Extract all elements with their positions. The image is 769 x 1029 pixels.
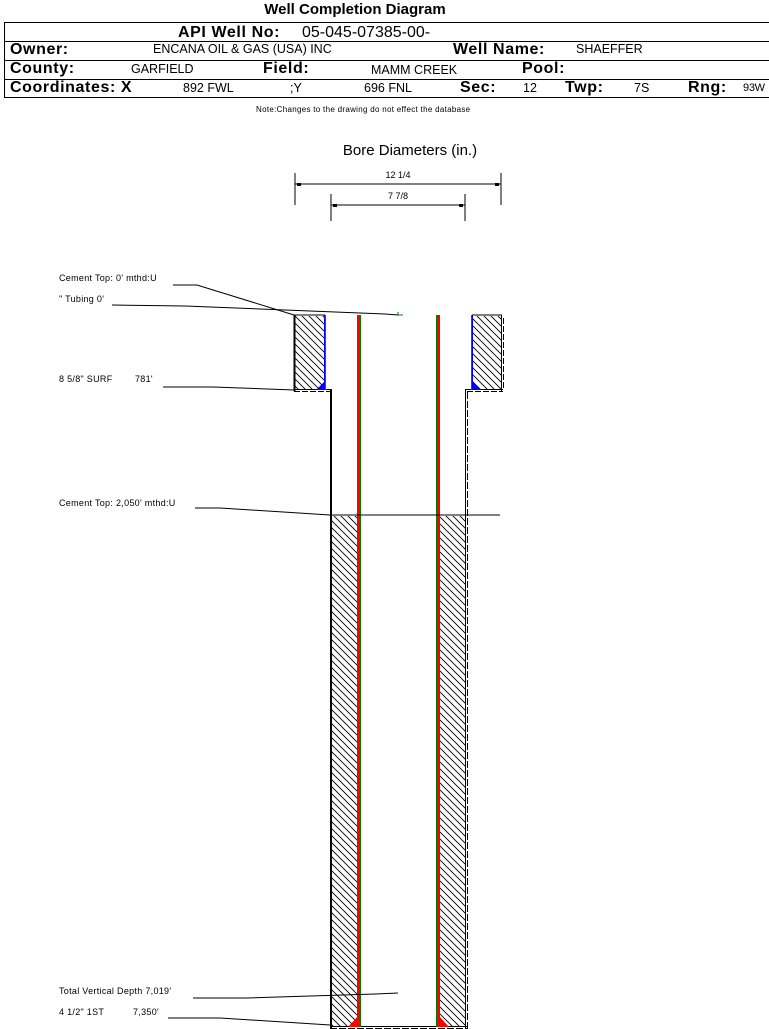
annotation-label: 8 5/8" SURF <box>59 374 113 384</box>
rng-value: 93W <box>743 82 765 94</box>
pool-label: Pool: <box>522 60 565 77</box>
surface-casing-shoe-right-icon <box>472 381 481 390</box>
well-name-label: Well Name: <box>453 41 545 58</box>
leader-line <box>195 507 331 516</box>
annotation-label: " Tubing 0' <box>59 294 104 304</box>
dimension-arrow-left-icon <box>297 183 301 186</box>
bore-diameter-label-surface: 12 1/4 <box>385 170 410 180</box>
production-casing-right <box>437 315 439 1027</box>
header-divider <box>4 41 769 42</box>
dimension-arrow-right-icon <box>495 183 499 186</box>
owner-value: ENCANA OIL & GAS (USA) INC <box>153 42 332 56</box>
owner-label: Owner: <box>10 41 69 58</box>
field-value: MAMM CREEK <box>371 63 458 77</box>
sec-value: 12 <box>523 81 537 95</box>
dimension-arrow-left-icon <box>333 204 337 207</box>
production-casing-left <box>358 315 360 1027</box>
well-name-value: SHAEFFER <box>576 42 643 56</box>
leader-line <box>173 284 295 316</box>
dimension-production-bore: 7 7/8 <box>330 191 466 221</box>
header-border-top <box>4 22 769 23</box>
annotation-label: Cement Top: 2,050' mthd:U <box>59 498 176 508</box>
field-label: Field: <box>263 60 310 77</box>
surface-casing <box>316 315 481 390</box>
surface-casing-shoe-left-icon <box>316 381 325 390</box>
annotation-cement-top-production: Cement Top: 2,050' mthd:U <box>59 498 331 516</box>
leader-line <box>163 386 295 391</box>
production-casing-shoe-right-icon <box>439 1016 449 1027</box>
twp-value: 7S <box>634 81 650 95</box>
api-well-no-value: 05-045-07385-00- <box>302 24 431 41</box>
header-border-left <box>4 22 5 98</box>
api-well-no-label: API Well No: <box>178 24 281 41</box>
production-cement-right <box>440 516 465 1026</box>
production-casing-shoe-left-icon <box>348 1016 358 1027</box>
annotation-label: Cement Top: 0' mthd:U <box>59 273 157 283</box>
leader-line <box>193 992 399 999</box>
annotation-tubing: " Tubing 0' <box>59 294 399 316</box>
annotation-total-vertical-depth: Total Vertical Depth 7,019' <box>59 986 399 999</box>
database-note: Note:Changes to the drawing do not effec… <box>256 105 471 114</box>
header-divider <box>4 60 769 61</box>
bore-diameters-title: Bore Diameters (in.) <box>343 142 477 159</box>
twp-label: Twp: <box>565 79 604 96</box>
annotation-label: Total Vertical Depth 7,019' <box>59 986 171 996</box>
annotation-depth: 781' <box>135 374 153 384</box>
county-value: GARFIELD <box>131 62 194 76</box>
header-divider <box>4 79 769 80</box>
dimension-arrow-right-icon <box>459 204 463 207</box>
annotation-depth: 7,350' <box>133 1007 159 1017</box>
coordinates-y-label: ;Y <box>290 81 302 95</box>
production-cement-left <box>332 516 357 1026</box>
surface-cement-right <box>473 316 501 389</box>
annotation-label: 4 1/2" 1ST <box>59 1007 104 1017</box>
sec-label: Sec: <box>460 79 497 96</box>
leader-line <box>111 304 399 316</box>
header-border-bottom <box>4 97 769 98</box>
annotation-cement-top-surface: Cement Top: 0' mthd:U <box>59 273 295 316</box>
coordinates-x-value: 892 FWL <box>183 81 234 95</box>
page-title: Well Completion Diagram <box>264 1 446 18</box>
production-casing <box>348 315 449 1027</box>
surface-cement-left <box>295 316 324 389</box>
annotation-surface-casing: 8 5/8" SURF 781' <box>59 374 295 391</box>
rng-label: Rng: <box>688 79 727 96</box>
annotation-production-casing: 4 1/2" 1ST 7,350' <box>59 1007 331 1026</box>
dimension-surface-bore: 12 1/4 <box>294 170 502 205</box>
coordinates-y-value: 696 FNL <box>364 81 412 95</box>
coordinates-x-label: Coordinates: X <box>10 79 133 96</box>
bore-diameter-label-production: 7 7/8 <box>388 191 408 201</box>
leader-line <box>168 1017 331 1026</box>
county-label: County: <box>10 60 75 77</box>
